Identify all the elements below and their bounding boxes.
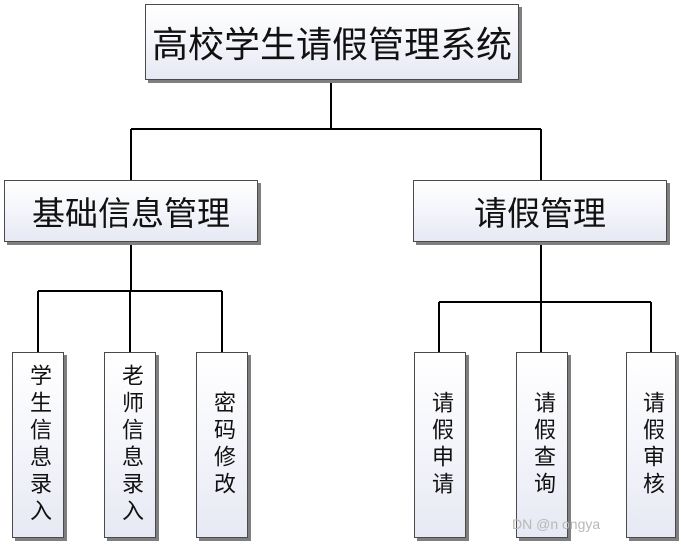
- leave-apply-label: 请假申请: [428, 391, 453, 499]
- password-change-node: 密码修改: [196, 352, 248, 538]
- basic-info-node: 基础信息管理: [4, 180, 258, 242]
- root-node: 高校学生请假管理系统: [145, 4, 519, 80]
- password-change-label: 密码修改: [210, 391, 235, 499]
- watermark-text: DN @n ongya: [512, 516, 601, 532]
- root-label: 高校学生请假管理系统: [151, 25, 512, 66]
- leave-approve-node: 请假审核: [626, 352, 676, 538]
- leave-management-label: 请假管理: [474, 194, 606, 233]
- student-info-entry-node: 学生信息录入: [12, 352, 64, 538]
- leave-query-node: 请假查询: [516, 352, 568, 538]
- leave-apply-node: 请假申请: [414, 352, 466, 538]
- basic-info-label: 基础信息管理: [32, 194, 230, 233]
- leave-query-label: 请假查询: [530, 391, 555, 499]
- leave-approve-label: 请假审核: [639, 391, 664, 499]
- leave-management-node: 请假管理: [413, 180, 667, 242]
- teacher-info-entry-node: 老师信息录入: [104, 352, 156, 538]
- student-info-entry-label: 学生信息录入: [26, 364, 51, 526]
- teacher-info-entry-label: 老师信息录入: [118, 364, 143, 526]
